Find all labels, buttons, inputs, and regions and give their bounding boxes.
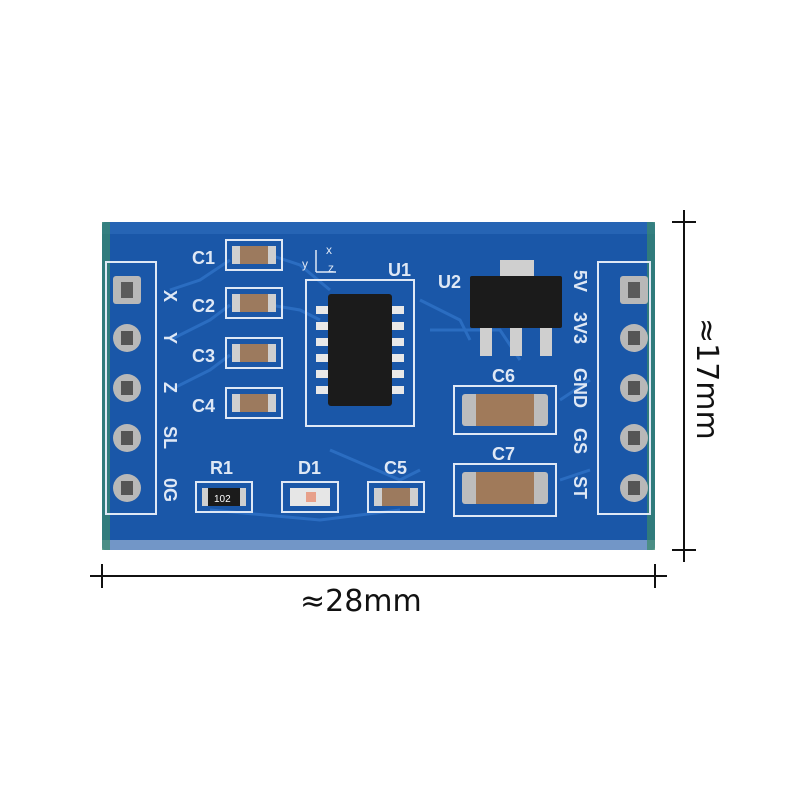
pcb-traces: [169, 253, 591, 522]
c5-outline: [367, 481, 425, 513]
c7-outline: [453, 463, 557, 517]
u1-chip: [316, 294, 404, 406]
capacitors-left: [225, 239, 283, 419]
label-d1: D1: [298, 458, 321, 478]
c5-capacitor: [374, 488, 418, 506]
c6-capacitor: [462, 394, 548, 426]
pin-label-st: ST: [570, 476, 590, 499]
label-c6: C6: [492, 366, 515, 386]
height-dimension-line: [672, 210, 696, 562]
axis-z-label: z: [328, 261, 334, 275]
pin-label-y: Y: [160, 332, 180, 344]
u1-outline: [305, 279, 415, 427]
label-r1: R1: [210, 458, 233, 478]
d1-led: [290, 488, 330, 506]
label-c7: C7: [492, 444, 515, 464]
label-c1: C1: [192, 248, 215, 268]
label-c4: C4: [192, 396, 215, 416]
r1-code: 102: [214, 494, 231, 505]
pin-label-gnd: GND: [570, 368, 590, 408]
pin-label-0g: 0G: [160, 478, 180, 502]
c7-capacitor: [462, 472, 548, 504]
pin-label-z: Z: [160, 382, 180, 393]
axis-x-label: x: [326, 243, 332, 257]
d1-outline: [281, 481, 339, 513]
label-u2: U2: [438, 272, 461, 292]
width-dimension-label: ≈28mm: [300, 584, 422, 619]
right-header-outline: [597, 261, 651, 515]
axis-y-label: y: [302, 257, 308, 271]
label-c2: C2: [192, 296, 215, 316]
pin-label-x: X: [160, 290, 180, 302]
pin-label-sl: SL: [160, 426, 180, 449]
height-dimension-label: ≈17mm: [689, 318, 724, 440]
width-dimension-line: [90, 564, 667, 588]
pin-label-gs: GS: [570, 428, 590, 454]
pin-label-3v3: 3V3: [570, 312, 590, 344]
r1-resistor: [202, 488, 246, 506]
axis-marker: [315, 250, 336, 273]
label-c5: C5: [384, 458, 407, 478]
pin-label-5v: 5V: [570, 270, 590, 292]
label-c3: C3: [192, 346, 215, 366]
left-pins: [113, 276, 141, 502]
label-u1: U1: [388, 260, 411, 280]
right-pins: [620, 276, 648, 502]
u2-regulator: [470, 260, 562, 356]
left-header-outline: [105, 261, 157, 515]
r1-outline: [195, 481, 253, 513]
c6-outline: [453, 385, 557, 435]
